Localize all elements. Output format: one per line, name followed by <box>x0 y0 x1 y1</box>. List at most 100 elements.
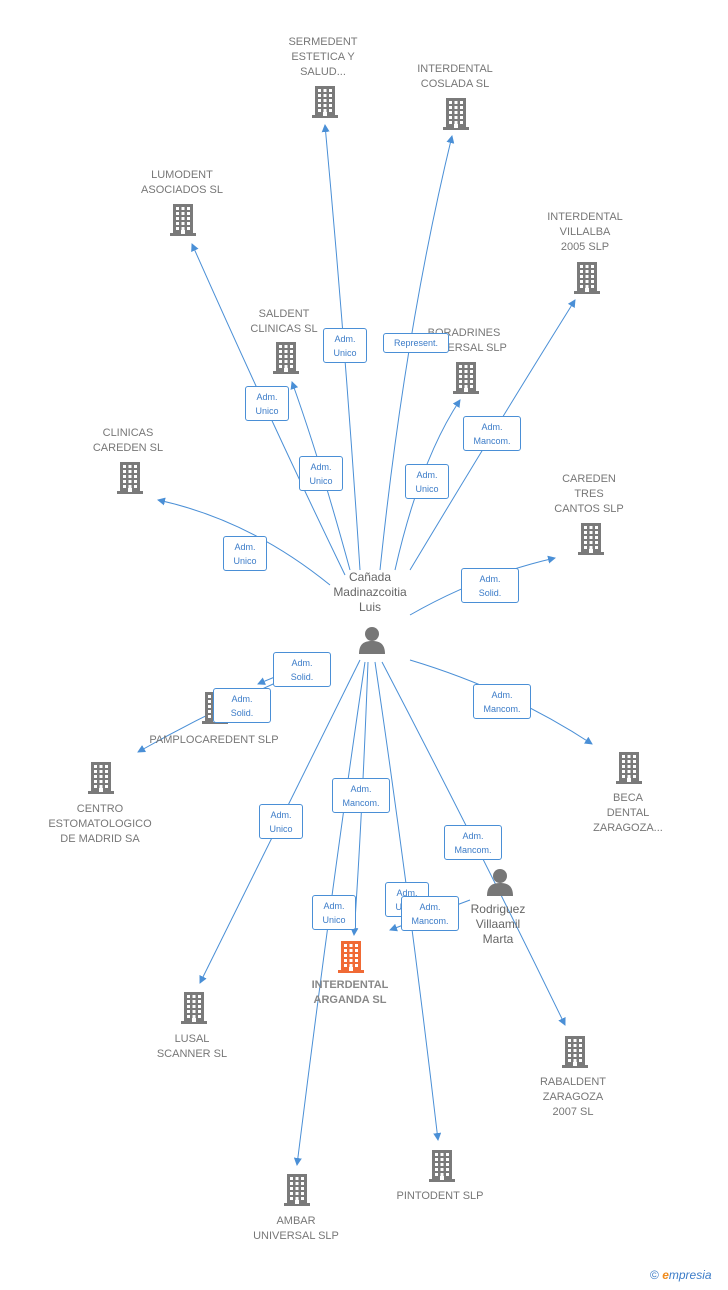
company-label-lusal[interactable]: LUSAL SCANNER SL <box>112 1032 272 1062</box>
company-icon-careden_tres[interactable] <box>577 523 605 560</box>
relation-badge-10[interactable]: Adm.Mancom. <box>473 684 531 719</box>
company-label-coslada-line-1: COSLADA SL <box>420 78 490 90</box>
relation-badge-5[interactable]: Adm.Unico <box>405 464 449 499</box>
company-icon-boradrines[interactable] <box>452 362 480 399</box>
relation-badge-8-line-0: Adm. <box>291 658 313 668</box>
company-label-saldent[interactable]: SALDENT CLINICAS SL <box>204 307 364 337</box>
company-label-careden_tres-line-0: CAREDEN <box>562 473 616 485</box>
relation-badge-9-line-0: Adm. <box>231 694 253 704</box>
relation-badge-0-line-1: Unico <box>333 348 357 358</box>
company-label-pintodent-line-0: PINTODENT SLP <box>396 1190 484 1202</box>
focus-company-icon-svg <box>338 941 364 973</box>
relation-badge-13-line-1: Mancom. <box>454 845 492 855</box>
relation-badge-11[interactable]: Adm.Unico <box>259 804 303 839</box>
company-label-sermedent-line-1: ESTETICA Y <box>291 51 355 63</box>
relation-badge-7[interactable]: Adm.Solid. <box>461 568 519 603</box>
company-label-lusal-line-0: LUSAL <box>174 1033 210 1045</box>
relation-badge-16[interactable]: Adm. Mancom. <box>401 896 459 931</box>
company-icon-clinicas_careden[interactable] <box>116 462 144 499</box>
brand-logo-text: mpresia <box>668 1268 712 1282</box>
company-icon-lumodent[interactable] <box>169 204 197 241</box>
relation-badge-7-line-1: Solid. <box>478 588 502 598</box>
relation-badge-12-line-0: Adm. <box>350 784 372 794</box>
company-label-saldent-line-1: CLINICAS SL <box>250 323 318 335</box>
relation-badge-2-line-1: Unico <box>255 406 279 416</box>
company-label-rabaldent-line-2: 2007 SL <box>552 1106 594 1118</box>
company-icon-coslada[interactable] <box>442 98 470 135</box>
company-label-centro-line-0: CENTRO <box>76 803 124 815</box>
focus-company-icon[interactable] <box>337 941 365 978</box>
relation-badge-14[interactable]: Adm.Unico <box>312 895 356 930</box>
relation-badge-6[interactable]: Adm.Unico <box>223 536 267 571</box>
second-person-label-line-1: Villaamil <box>475 917 521 931</box>
relation-badge-13-line-0: Adm. <box>462 831 484 841</box>
relation-badge-1[interactable]: Represent. <box>383 333 449 353</box>
company-label-centro-line-2: DE MADRID SA <box>60 833 140 845</box>
brand-logo-initial: e <box>662 1268 669 1282</box>
company-label-pintodent[interactable]: PINTODENT SLP <box>360 1189 520 1204</box>
company-label-sermedent[interactable]: SERMEDENT ESTETICA Y SALUD... <box>243 35 403 80</box>
company-label-lusal-line-1: SCANNER SL <box>156 1048 228 1060</box>
footer-brand[interactable]: © empresia <box>650 1268 712 1282</box>
company-label-rabaldent-line-1: ZARAGOZA <box>542 1091 604 1103</box>
relation-badge-9[interactable]: Adm.Solid. <box>213 688 271 723</box>
relation-badge-3[interactable]: Adm. Mancom. <box>463 416 521 451</box>
company-icon-sermedent[interactable] <box>311 86 339 123</box>
company-icon-centro-svg <box>88 762 114 794</box>
relation-badge-10-line-0: Adm. <box>491 690 513 700</box>
second-person-label-line-2: Marta <box>482 932 514 946</box>
company-label-villalba-line-2: 2005 SLP <box>560 241 610 253</box>
center-person-icon-svg <box>359 627 385 654</box>
company-icon-rabaldent[interactable] <box>561 1036 589 1073</box>
relation-badge-1-line-0: Represent. <box>393 338 439 348</box>
company-label-beca-line-1: DENTAL <box>606 807 650 819</box>
second-person-icon[interactable] <box>486 868 514 901</box>
company-icon-rabaldent-svg <box>562 1036 588 1068</box>
second-person-icon-svg <box>487 869 513 896</box>
relation-badge-2[interactable]: Adm.Unico <box>245 386 289 421</box>
relation-badge-12[interactable]: Adm.Mancom. <box>332 778 390 813</box>
relation-badge-4[interactable]: Adm.Unico <box>299 456 343 491</box>
relation-badge-6-line-1: Unico <box>233 556 257 566</box>
center-person-label-line-2: Luis <box>358 600 381 614</box>
company-label-sermedent-line-2: SALUD... <box>300 66 346 78</box>
center-person-icon[interactable] <box>358 626 386 659</box>
relation-badge-3-line-0: Adm. <box>481 422 503 432</box>
relation-badge-3-line-1: Mancom. <box>473 436 511 446</box>
relation-badge-0[interactable]: Adm.Unico <box>323 328 367 363</box>
company-label-pamplo[interactable]: PAMPLOCAREDENT SLP <box>134 733 294 748</box>
company-icon-villalba[interactable] <box>573 262 601 299</box>
company-icon-ambar[interactable] <box>283 1174 311 1211</box>
relation-badge-13[interactable]: Adm. Mancom. <box>444 825 502 860</box>
center-person-label-line-1: Madinazcoitia <box>333 585 407 599</box>
company-icon-boradrines-svg <box>453 362 479 394</box>
company-icon-lusal[interactable] <box>180 992 208 1029</box>
relation-badge-8[interactable]: Adm.Solid. <box>273 652 331 687</box>
company-icon-villalba-svg <box>574 262 600 294</box>
company-icon-saldent-svg <box>273 342 299 374</box>
company-icon-centro[interactable] <box>87 762 115 799</box>
company-icon-saldent[interactable] <box>272 342 300 379</box>
relation-badge-16-line-0: Adm. <box>419 902 441 912</box>
company-icon-pintodent[interactable] <box>428 1150 456 1187</box>
company-label-sermedent-line-0: SERMEDENT <box>288 36 358 48</box>
relation-badge-16-line-1: Mancom. <box>411 916 449 926</box>
company-label-pamplo-line-0: PAMPLOCAREDENT SLP <box>149 734 279 746</box>
center-person-label-line-0: Cañada <box>348 570 392 584</box>
company-label-ambar-line-1: UNIVERSAL SLP <box>253 1230 339 1242</box>
company-label-saldent-line-0: SALDENT <box>258 308 310 320</box>
company-icon-beca[interactable] <box>615 752 643 789</box>
relation-badge-11-line-1: Unico <box>269 824 293 834</box>
